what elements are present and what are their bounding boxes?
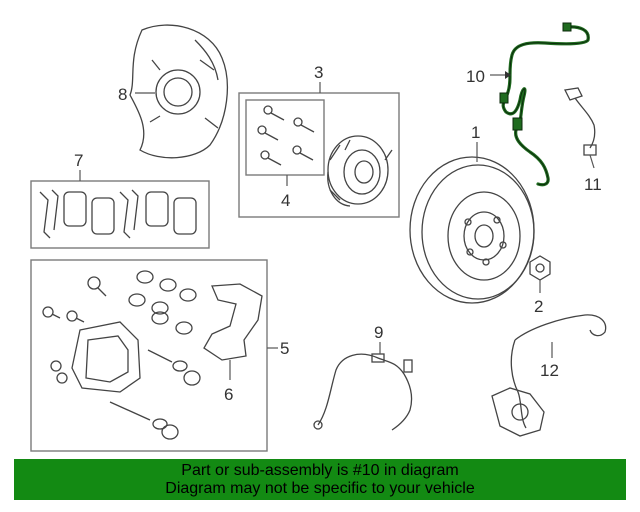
arrow-10 xyxy=(505,71,511,79)
wheel-hub-part[interactable] xyxy=(327,135,393,207)
brake-parts-diagram: 8 7 3 4 xyxy=(30,22,607,452)
banner-line-2: Diagram may not be specific to your vehi… xyxy=(165,480,475,497)
dust-shield-part[interactable] xyxy=(129,24,228,159)
leader-11 xyxy=(589,154,595,169)
callout-1[interactable]: 1 xyxy=(471,123,480,142)
abs-sensor-wire-highlighted[interactable] xyxy=(499,22,590,187)
callout-4[interactable]: 4 xyxy=(281,191,290,210)
brake-hose-part[interactable] xyxy=(313,353,413,431)
callout-11[interactable]: 11 xyxy=(584,175,602,194)
pad-kit-box xyxy=(30,180,210,249)
bolt-set-box xyxy=(245,99,325,176)
hub-bolts-part[interactable] xyxy=(257,105,315,166)
callout-10[interactable]: 10 xyxy=(466,67,485,86)
banner-line-1: Part or sub-assembly is #10 in diagram xyxy=(181,462,459,479)
caliper-body-part[interactable] xyxy=(50,321,141,393)
brake-rotor-part[interactable] xyxy=(409,156,535,304)
info-banner: Part or sub-assembly is #10 in diagram D… xyxy=(14,459,626,500)
lug-nut-part[interactable] xyxy=(529,255,551,281)
caliper-hardware-part[interactable] xyxy=(42,270,197,335)
callout-6[interactable]: 6 xyxy=(224,385,233,404)
brake-pads-part[interactable] xyxy=(39,189,197,239)
callout-9[interactable]: 9 xyxy=(374,323,383,342)
callout-5[interactable]: 5 xyxy=(280,339,289,358)
callout-8[interactable]: 8 xyxy=(118,85,127,104)
caliper-assembly-box xyxy=(30,259,268,452)
hub-assembly-box xyxy=(238,92,400,218)
callout-12[interactable]: 12 xyxy=(540,361,559,380)
caliper-bracket-part[interactable] xyxy=(203,283,263,361)
abs-sensor-part[interactable] xyxy=(564,87,597,156)
abs-wire-rear-part[interactable] xyxy=(491,314,607,437)
caliper-slide-pins-part[interactable] xyxy=(109,349,201,440)
callout-2[interactable]: 2 xyxy=(534,297,543,316)
callout-7[interactable]: 7 xyxy=(74,151,83,170)
callout-3[interactable]: 3 xyxy=(314,63,323,82)
